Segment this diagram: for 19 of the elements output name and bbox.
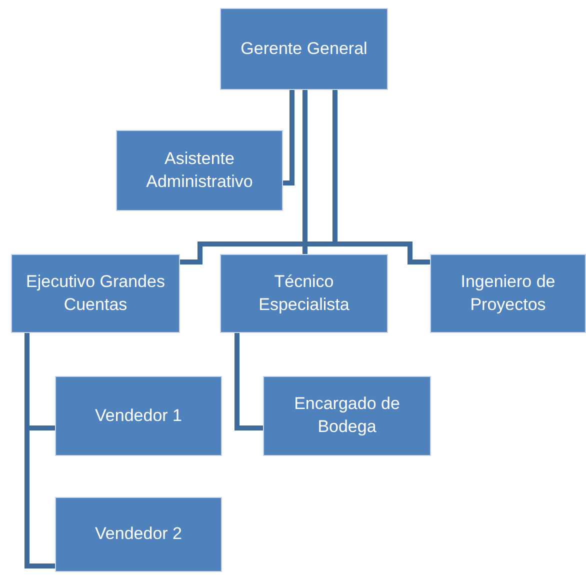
position-title: Vendedor 2 [95, 523, 182, 546]
position-box [220, 254, 388, 333]
position-title: Ingeniero de Proyectos [460, 270, 556, 316]
position-box [55, 497, 222, 572]
connector-line [234, 333, 263, 430]
position-title: Ejecutivo Grandes Cuentas [25, 270, 166, 316]
position-box [116, 130, 283, 211]
connector-line [302, 90, 308, 254]
position-title: Gerente General [240, 38, 368, 60]
connector-line [283, 90, 294, 186]
position-box [55, 376, 222, 456]
position-box [263, 376, 431, 456]
position-title: Encargado de Bodega [293, 393, 401, 438]
position-box [11, 254, 180, 333]
position-box [430, 254, 586, 333]
position-title: Vendedor 1 [95, 404, 182, 427]
position-title: Asistente Administrativo [145, 148, 254, 192]
position-box [220, 8, 388, 90]
position-title: Técnico Especialista [258, 270, 350, 316]
